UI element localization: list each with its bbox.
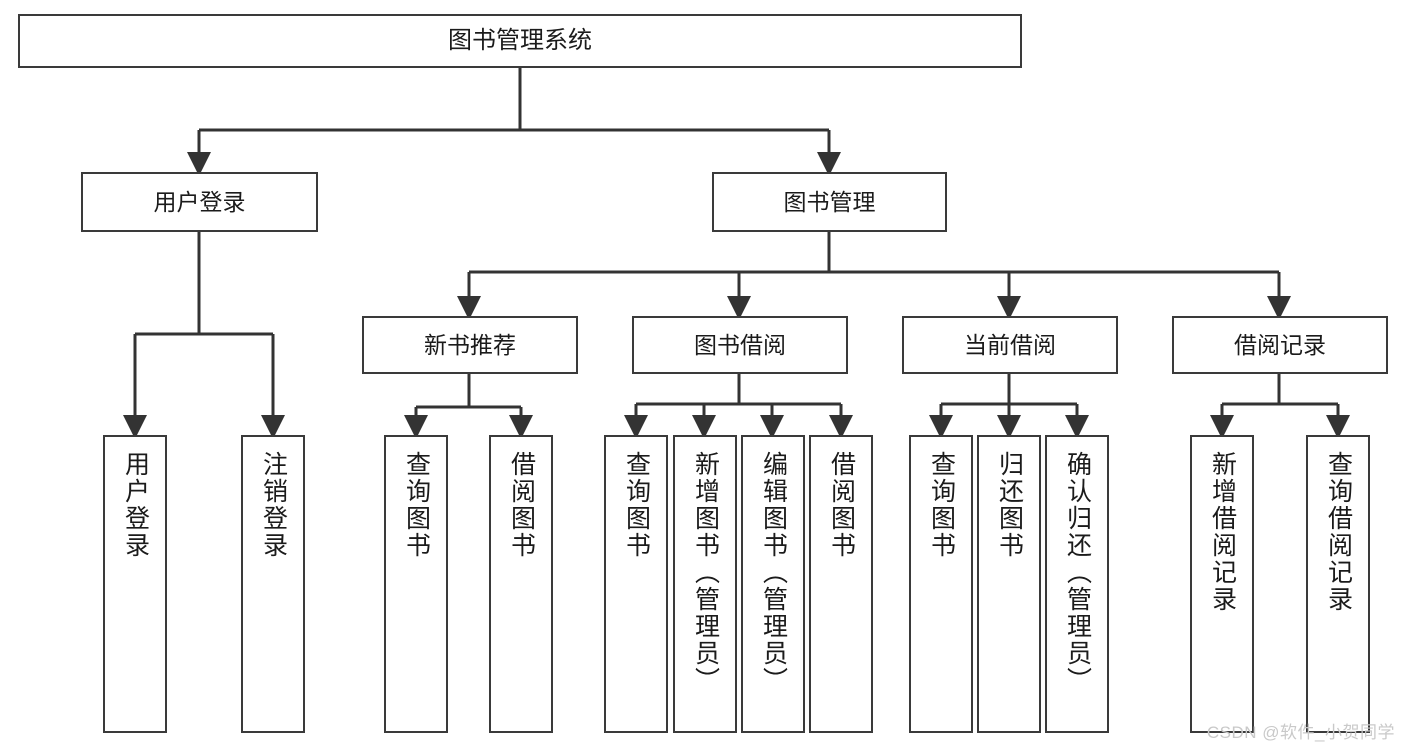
node-leaf-query-book-current[interactable]: 查询图书	[909, 435, 973, 733]
node-leaf-user-login[interactable]: 用户登录	[103, 435, 167, 733]
node-label: 注销登录	[259, 451, 288, 559]
node-label: 查询图书	[927, 451, 956, 559]
node-label: 查询借阅记录	[1324, 451, 1353, 613]
node-leaf-add-borrow-record[interactable]: 新增借阅记录	[1190, 435, 1254, 733]
node-user-login[interactable]: 用户登录	[81, 172, 318, 232]
node-label: 用户登录	[153, 188, 246, 215]
node-leaf-logout-login[interactable]: 注销登录	[241, 435, 305, 733]
node-label: 借阅图书	[507, 451, 536, 559]
node-label: 借阅图书	[827, 451, 856, 559]
node-label: 确认归还（管理员）	[1063, 451, 1092, 694]
node-label: 新增借阅记录	[1208, 451, 1237, 613]
node-leaf-return-book[interactable]: 归还图书	[977, 435, 1041, 733]
node-label: 用户登录	[121, 451, 150, 559]
node-leaf-borrow-book-recommend[interactable]: 借阅图书	[489, 435, 553, 733]
node-book-management[interactable]: 图书管理	[712, 172, 947, 232]
node-label: 新增图书（管理员）	[691, 451, 720, 694]
node-label: 查询图书	[622, 451, 651, 559]
node-label: 图书管理系统	[448, 27, 592, 55]
node-book-borrow[interactable]: 图书借阅	[632, 316, 848, 374]
node-leaf-add-book[interactable]: 新增图书（管理员）	[673, 435, 737, 733]
node-root-system[interactable]: 图书管理系统	[18, 14, 1022, 68]
node-label: 编辑图书（管理员）	[759, 451, 788, 694]
node-leaf-borrow-book[interactable]: 借阅图书	[809, 435, 873, 733]
csdn-watermark: CSDN @软件_小贺同学	[1206, 723, 1395, 742]
node-label: 归还图书	[995, 451, 1024, 559]
node-label: 图书管理	[783, 188, 876, 215]
node-label: 查询图书	[402, 451, 431, 559]
node-borrow-record[interactable]: 借阅记录	[1172, 316, 1388, 374]
node-leaf-query-book-borrow[interactable]: 查询图书	[604, 435, 668, 733]
node-label: 当前借阅	[964, 331, 1056, 358]
node-leaf-confirm-return[interactable]: 确认归还（管理员）	[1045, 435, 1109, 733]
node-label: 图书借阅	[694, 331, 786, 358]
node-label: 新书推荐	[424, 331, 516, 358]
node-leaf-query-book-recommend[interactable]: 查询图书	[384, 435, 448, 733]
node-label: 借阅记录	[1234, 331, 1326, 358]
node-leaf-query-borrow-record[interactable]: 查询借阅记录	[1306, 435, 1370, 733]
node-leaf-edit-book[interactable]: 编辑图书（管理员）	[741, 435, 805, 733]
node-current-borrow[interactable]: 当前借阅	[902, 316, 1118, 374]
node-new-book-recommend[interactable]: 新书推荐	[362, 316, 578, 374]
